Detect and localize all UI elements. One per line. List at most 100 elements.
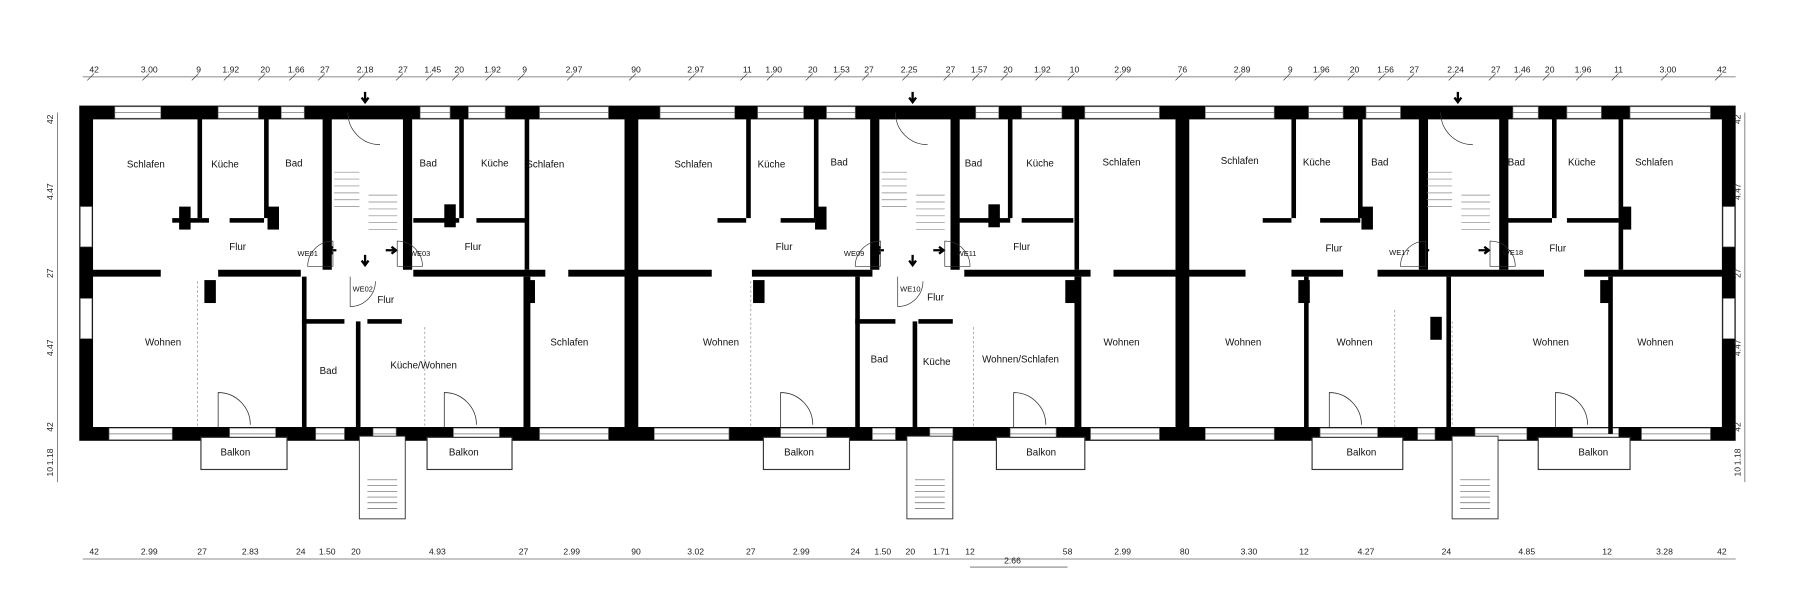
dimension-top: 9 bbox=[1288, 64, 1293, 74]
interior-wall bbox=[476, 218, 529, 223]
interior-wall bbox=[229, 218, 265, 223]
dimension-lines bbox=[57, 76, 1746, 568]
dimension-bottom: 1.71 bbox=[933, 546, 950, 556]
entrance-door[interactable] bbox=[895, 112, 928, 145]
balcony-door[interactable] bbox=[1328, 392, 1362, 428]
window bbox=[1722, 298, 1735, 339]
dimension-right: 42 bbox=[1732, 422, 1742, 432]
dimension-top: 2.89 bbox=[1234, 64, 1251, 74]
room-label: Flur bbox=[927, 293, 945, 304]
dimension-top: 76 bbox=[1178, 64, 1188, 74]
room-label: Flur bbox=[377, 295, 395, 306]
entry-arrow-icon bbox=[1453, 91, 1463, 105]
dimension-right: 42 bbox=[1732, 114, 1742, 124]
dimension-top: 2.99 bbox=[1114, 64, 1131, 74]
apartment-door[interactable] bbox=[307, 240, 334, 267]
room-label: Bad bbox=[285, 158, 302, 169]
interior-wall bbox=[1021, 218, 1074, 223]
dimension-top: 20 bbox=[808, 64, 818, 74]
dimension-top: 1.92 bbox=[484, 64, 501, 74]
balcony-door[interactable] bbox=[443, 392, 477, 428]
interior-wall bbox=[1551, 112, 1557, 219]
balcony-door[interactable] bbox=[217, 392, 251, 428]
interior-wall bbox=[402, 112, 413, 270]
room-label: Bad bbox=[320, 366, 337, 377]
room-label: Bad bbox=[1508, 157, 1525, 168]
dimension-top: 2.97 bbox=[687, 64, 704, 74]
building-walls bbox=[79, 91, 1736, 520]
arrow-right-icon bbox=[1478, 245, 1491, 255]
room-label: Bad bbox=[1371, 157, 1388, 168]
apartment-label: WE01 bbox=[298, 249, 318, 258]
corridor-wall bbox=[218, 269, 301, 277]
dimension-top: 42 bbox=[89, 64, 99, 74]
interior-wall bbox=[1074, 112, 1080, 270]
balcony bbox=[200, 436, 288, 471]
interior-wall bbox=[1358, 112, 1363, 219]
entrance-door[interactable] bbox=[347, 112, 381, 145]
room-label: Flur bbox=[229, 242, 247, 253]
dimension-right: 1.18 bbox=[1732, 448, 1742, 465]
room-label: Balkon bbox=[1347, 448, 1377, 459]
room-label: Wohnen/Schlafen bbox=[982, 355, 1059, 366]
balcony-door[interactable] bbox=[1013, 392, 1047, 428]
dimension-left: 27 bbox=[45, 268, 55, 278]
dimension-top: 20 bbox=[454, 64, 464, 74]
dimension-top: 90 bbox=[631, 64, 641, 74]
dimension-top: 20 bbox=[1545, 64, 1555, 74]
apartment-door[interactable] bbox=[1400, 240, 1427, 267]
balcony-door[interactable] bbox=[780, 392, 814, 428]
room-label: Flur bbox=[1549, 243, 1567, 254]
dimension-bottom: 24 bbox=[1442, 546, 1452, 556]
room-label: Schlafen bbox=[526, 160, 564, 171]
room-label: Küche bbox=[923, 357, 951, 368]
room-label: Bad bbox=[420, 158, 437, 169]
dimension-bottom: 27 bbox=[519, 546, 529, 556]
chimney bbox=[179, 206, 191, 230]
dimension-bottom: 2.99 bbox=[563, 546, 580, 556]
interior-wall bbox=[197, 112, 203, 219]
dimension-top: 11 bbox=[743, 64, 752, 74]
room-label: Schlafen bbox=[674, 160, 712, 171]
dimension-left: 1.18 bbox=[45, 448, 55, 465]
apartment-door[interactable] bbox=[897, 276, 924, 307]
dimension-bottom: 2.83 bbox=[242, 546, 259, 556]
apartment-door[interactable] bbox=[854, 240, 881, 267]
dimension-bottom: 20 bbox=[906, 546, 916, 556]
dimension-bottom: 4.93 bbox=[429, 546, 446, 556]
dimension-bottom: 2.99 bbox=[1114, 546, 1131, 556]
interior-wall bbox=[1320, 218, 1361, 223]
interior-wall bbox=[1499, 112, 1509, 270]
dimension-top: 2.25 bbox=[901, 64, 918, 74]
dimension-top: 11 bbox=[1614, 64, 1623, 74]
dimension-top: 20 bbox=[1350, 64, 1360, 74]
window bbox=[1722, 206, 1735, 248]
interior-wall bbox=[1304, 276, 1309, 434]
dimension-top: 27 bbox=[1409, 64, 1419, 74]
chimney bbox=[1619, 206, 1632, 230]
balcony bbox=[426, 436, 513, 471]
apartment-door[interactable] bbox=[1489, 240, 1516, 267]
apartment-door[interactable] bbox=[944, 240, 971, 267]
entrance-door[interactable] bbox=[1440, 112, 1473, 145]
dimension-bottom: 1.50 bbox=[319, 546, 336, 556]
interior-wall bbox=[301, 319, 345, 324]
apartment-door[interactable] bbox=[349, 276, 376, 307]
room-label: Balkon bbox=[1578, 448, 1608, 459]
dimension-top: 1.46 bbox=[1514, 64, 1531, 74]
interior-wall bbox=[367, 319, 402, 324]
apartment-door[interactable] bbox=[396, 240, 423, 267]
interior-wall bbox=[1503, 218, 1552, 223]
balcony-door[interactable] bbox=[1555, 392, 1588, 428]
dimension-top: 9 bbox=[522, 64, 527, 74]
room-label: Balkon bbox=[449, 448, 479, 459]
corridor-wall bbox=[1584, 269, 1729, 277]
room-label: Wohnen bbox=[1336, 338, 1372, 349]
room-label: Bad bbox=[830, 157, 847, 168]
dimension-right: 10 bbox=[1732, 467, 1742, 477]
corridor-wall bbox=[964, 269, 1091, 277]
dimension-top: 10 bbox=[1070, 64, 1080, 74]
dimension-left: 4.47 bbox=[45, 183, 55, 200]
room-label: Bad bbox=[965, 158, 982, 169]
